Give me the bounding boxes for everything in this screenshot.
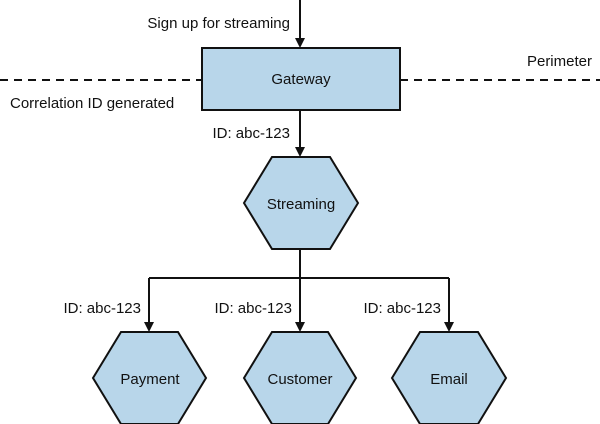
email-node: Email — [390, 331, 508, 424]
streaming-label: Streaming — [267, 196, 335, 213]
payment-label: Payment — [120, 371, 180, 388]
email-label: Email — [430, 371, 468, 388]
streaming-hexagon — [242, 156, 360, 250]
correlation-id-label: Correlation ID generated — [10, 95, 174, 112]
gateway-box — [201, 47, 401, 111]
email-id-label: ID: abc-123 — [363, 300, 441, 317]
perimeter-label: Perimeter — [527, 53, 592, 70]
customer-node: Customer — [242, 331, 358, 424]
streaming-node: Streaming — [242, 156, 360, 250]
incoming-request-label: Sign up for streaming — [147, 15, 290, 32]
payment-node: Payment — [91, 331, 208, 424]
customer-id-label: ID: abc-123 — [214, 300, 292, 317]
gateway-to-streaming-id-label: ID: abc-123 — [212, 125, 290, 142]
gateway-node: Gateway — [201, 47, 401, 111]
customer-label: Customer — [267, 371, 332, 388]
payment-hexagon — [91, 331, 208, 424]
gateway-label: Gateway — [271, 71, 331, 88]
customer-hexagon — [242, 331, 358, 424]
payment-id-label: ID: abc-123 — [63, 300, 141, 317]
email-hexagon — [390, 331, 508, 424]
